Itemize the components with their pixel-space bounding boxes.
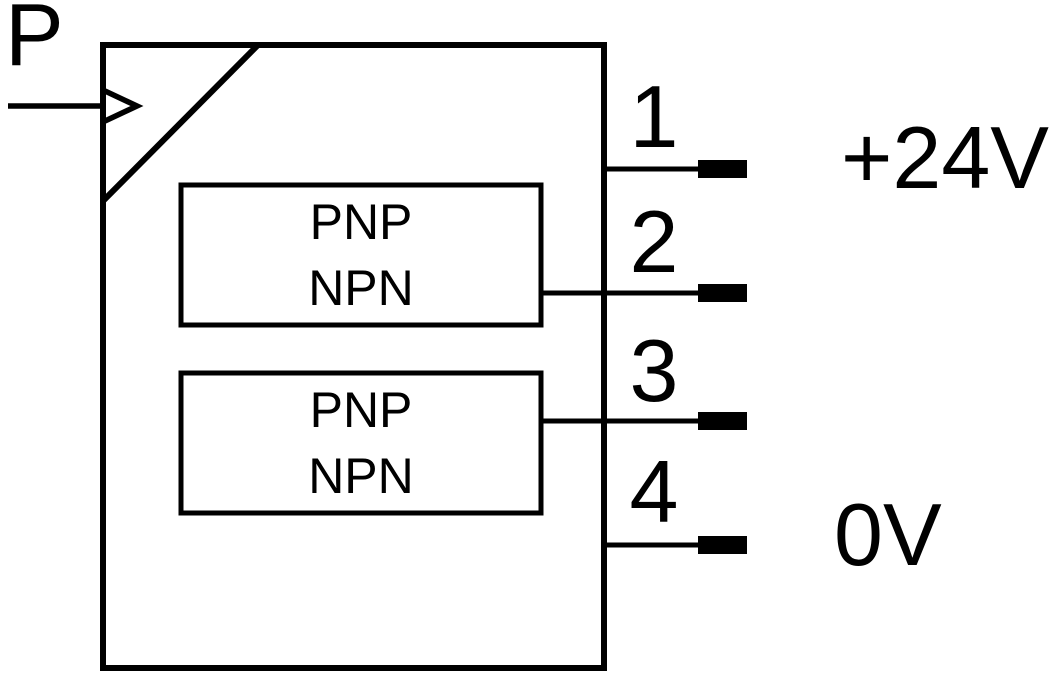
switch-block-1-line2: NPN — [308, 260, 414, 316]
switch-block-2-line1: PNP — [309, 382, 413, 438]
pin-4-terminal — [698, 536, 747, 554]
switch-block-2-outline — [178, 370, 544, 516]
pin-2-number: 2 — [629, 192, 679, 291]
switch-block-1-line1: PNP — [309, 194, 413, 250]
switch-block-1-text: PNP NPN — [181, 185, 541, 325]
pin-4-number: 4 — [629, 442, 679, 541]
pin-1-number: 1 — [629, 67, 679, 166]
pin-3-terminal — [698, 412, 747, 430]
pin-3-number: 3 — [629, 321, 679, 420]
pin-4-voltage-label: 0V — [834, 485, 942, 584]
pin-2-terminal — [698, 284, 747, 302]
switch-block-2-text: PNP NPN — [181, 373, 541, 513]
switch-block-1-outline — [178, 182, 544, 328]
pressure-input-label: P — [5, 0, 64, 84]
pin-1-terminal — [698, 160, 747, 178]
sensor-body-outline — [100, 42, 607, 671]
transducer-diagonal-line — [100, 42, 261, 204]
pressure-arrowhead-icon — [103, 88, 144, 124]
switch-block-2-line2: NPN — [308, 448, 414, 504]
pin-1-voltage-label: +24V — [841, 108, 1049, 207]
